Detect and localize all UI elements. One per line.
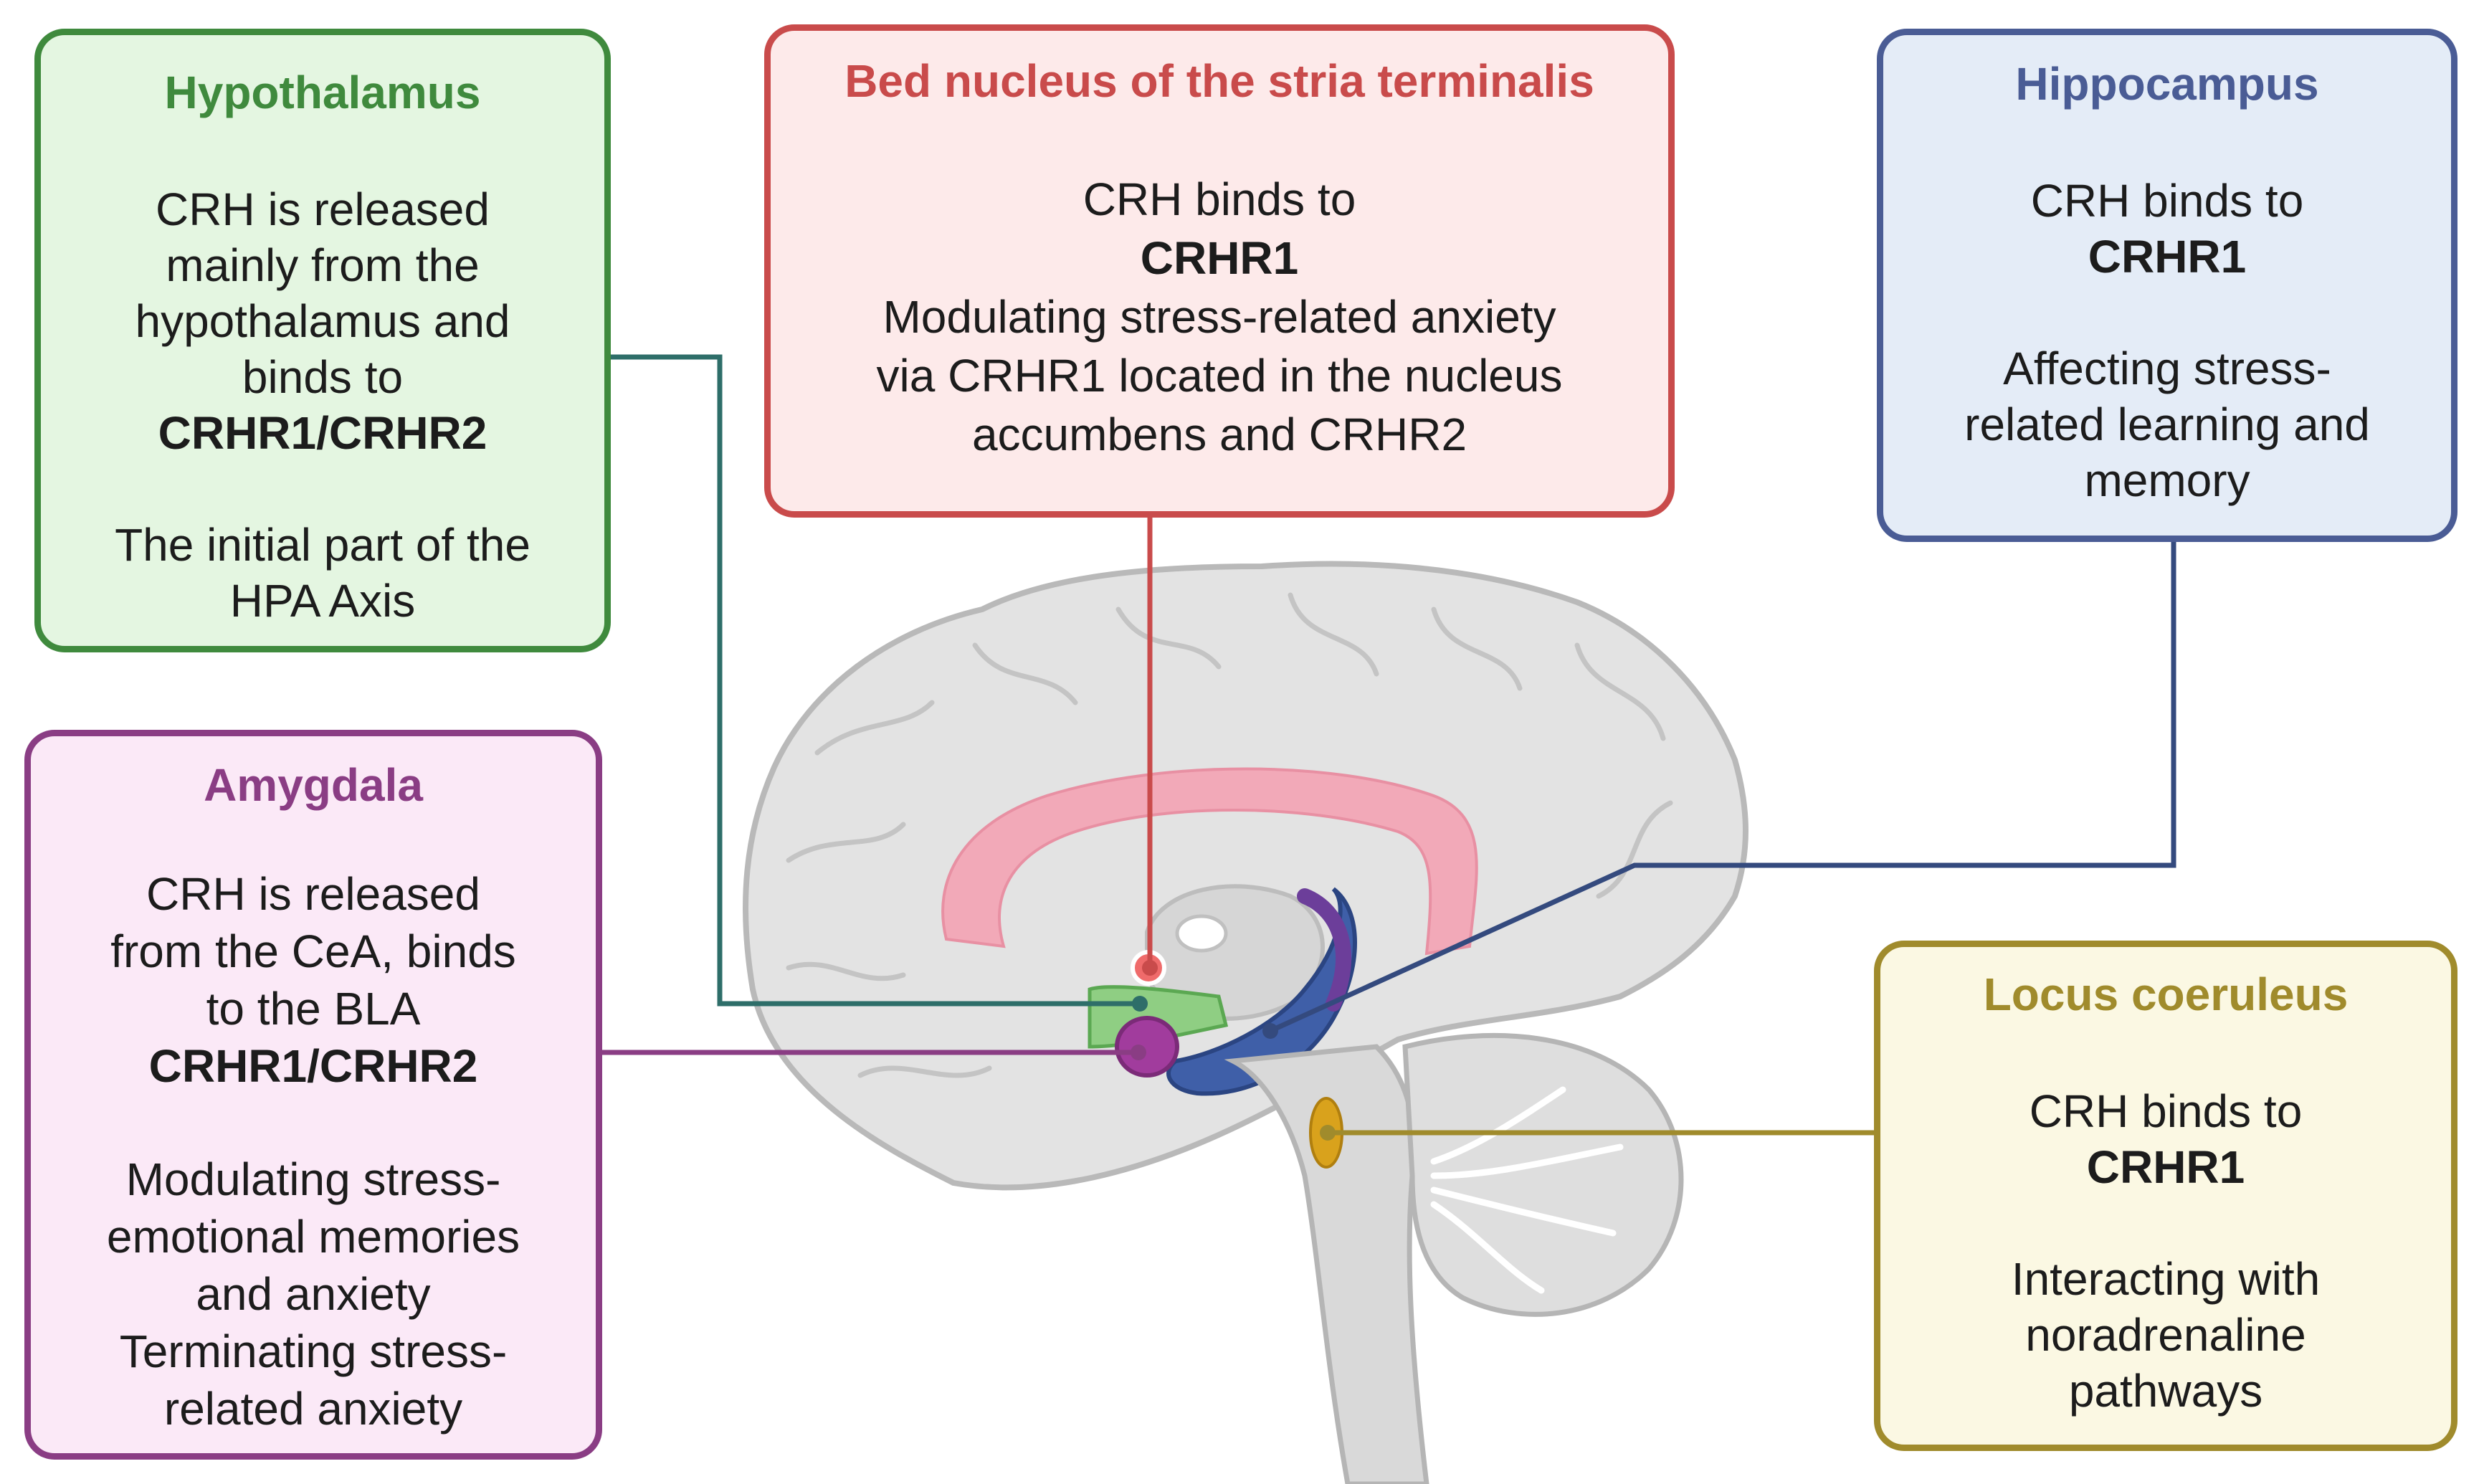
bnst-role-3: accumbens and CRHR2 bbox=[971, 409, 1467, 460]
amygdala-role-1: Modulating stress- bbox=[125, 1154, 501, 1205]
amygdala-role-5: related anxiety bbox=[163, 1383, 463, 1435]
hippocampus-title: Hippocampus bbox=[2015, 58, 2319, 110]
hippocampus-receptor: CRHR1 bbox=[2088, 231, 2247, 282]
amygdala-region bbox=[1115, 1016, 1179, 1078]
hippocampus-text-1: CRH binds to bbox=[2030, 175, 2304, 227]
amygdala-title: Amygdala bbox=[204, 759, 423, 811]
locus-coeruleus-role-3: pathways bbox=[2068, 1365, 2263, 1417]
locus-coeruleus-box: Locus coeruleus CRH binds to CRHR1 Inter… bbox=[1874, 941, 2457, 1451]
hippocampus-box: Hippocampus CRH binds to CRHR1 Affecting… bbox=[1877, 29, 2457, 542]
hypothalamus-text-1: CRH is released bbox=[156, 184, 490, 235]
amygdala-text-2: from the CeA, binds bbox=[110, 926, 516, 977]
gyri-lines bbox=[786, 592, 1673, 1078]
connector-hippocampus-dot bbox=[1262, 1023, 1278, 1039]
connector-bnst-dot bbox=[1142, 960, 1158, 976]
hypothalamus-box: Hypothalamus CRH is released mainly from… bbox=[34, 29, 611, 652]
connector-hypothalamus-dot bbox=[1132, 996, 1148, 1012]
hippocampus-region bbox=[1166, 887, 1357, 1096]
hippocampus-role-2: related learning and bbox=[1964, 399, 2370, 450]
locus-coeruleus-role-1: Interacting with bbox=[2011, 1253, 2321, 1305]
hypothalamus-text-2: mainly from the bbox=[166, 239, 480, 291]
amygdala-text-1: CRH is released bbox=[146, 868, 480, 920]
hypothalamus-title: Hypothalamus bbox=[164, 67, 481, 118]
hypothalamus-role-1: The initial part of the bbox=[115, 519, 530, 571]
locus-coeruleus-role-2: noradrenaline bbox=[2025, 1309, 2306, 1361]
hypothalamus-role-2: HPA Axis bbox=[229, 575, 416, 627]
amygdala-receptor: CRHR1/CRHR2 bbox=[148, 1040, 478, 1092]
amygdala-text-3: to the BLA bbox=[206, 983, 421, 1034]
hypothalamus-text-3: hypothalamus and bbox=[135, 295, 510, 347]
fornix bbox=[1297, 888, 1351, 1012]
ventricle bbox=[1175, 914, 1228, 953]
amygdala-role-4: Terminating stress- bbox=[119, 1326, 508, 1377]
hippocampus-role-3: memory bbox=[2084, 455, 2250, 506]
locus-coeruleus-receptor: CRHR1 bbox=[2086, 1141, 2245, 1193]
bnst-box: Bed nucleus of the stria terminalis CRH … bbox=[764, 24, 1675, 518]
hypothalamus-receptor: CRHR1/CRHR2 bbox=[158, 407, 487, 459]
amygdala-role-3: and anxiety bbox=[196, 1268, 431, 1320]
locus-coeruleus-title: Locus coeruleus bbox=[1983, 969, 2349, 1020]
locus-coeruleus-text-1: CRH binds to bbox=[2029, 1085, 2303, 1137]
amygdala-box: Amygdala CRH is released from the CeA, b… bbox=[24, 730, 602, 1460]
connector-locus-dot bbox=[1320, 1125, 1336, 1141]
bnst-receptor: CRHR1 bbox=[1140, 232, 1299, 284]
hippocampus-role-1: Affecting stress- bbox=[2003, 343, 2331, 394]
connector-hypothalamus bbox=[611, 354, 1140, 1007]
hypothalamus-text-4: binds to bbox=[242, 351, 404, 403]
cerebellum bbox=[1402, 1032, 1684, 1317]
bnst-role-2: via CRHR1 located in the nucleus bbox=[876, 350, 1563, 401]
amygdala-role-2: emotional memories bbox=[106, 1211, 520, 1262]
bnst-title: Bed nucleus of the stria terminalis bbox=[844, 55, 1594, 107]
bnst-role-1: Modulating stress-related anxiety bbox=[882, 291, 1556, 343]
connector-amygdala-dot bbox=[1131, 1045, 1146, 1060]
corpus-callosum bbox=[941, 767, 1478, 956]
bnst-text-1: CRH binds to bbox=[1083, 173, 1356, 225]
connector-hippocampus bbox=[1269, 542, 2176, 1034]
